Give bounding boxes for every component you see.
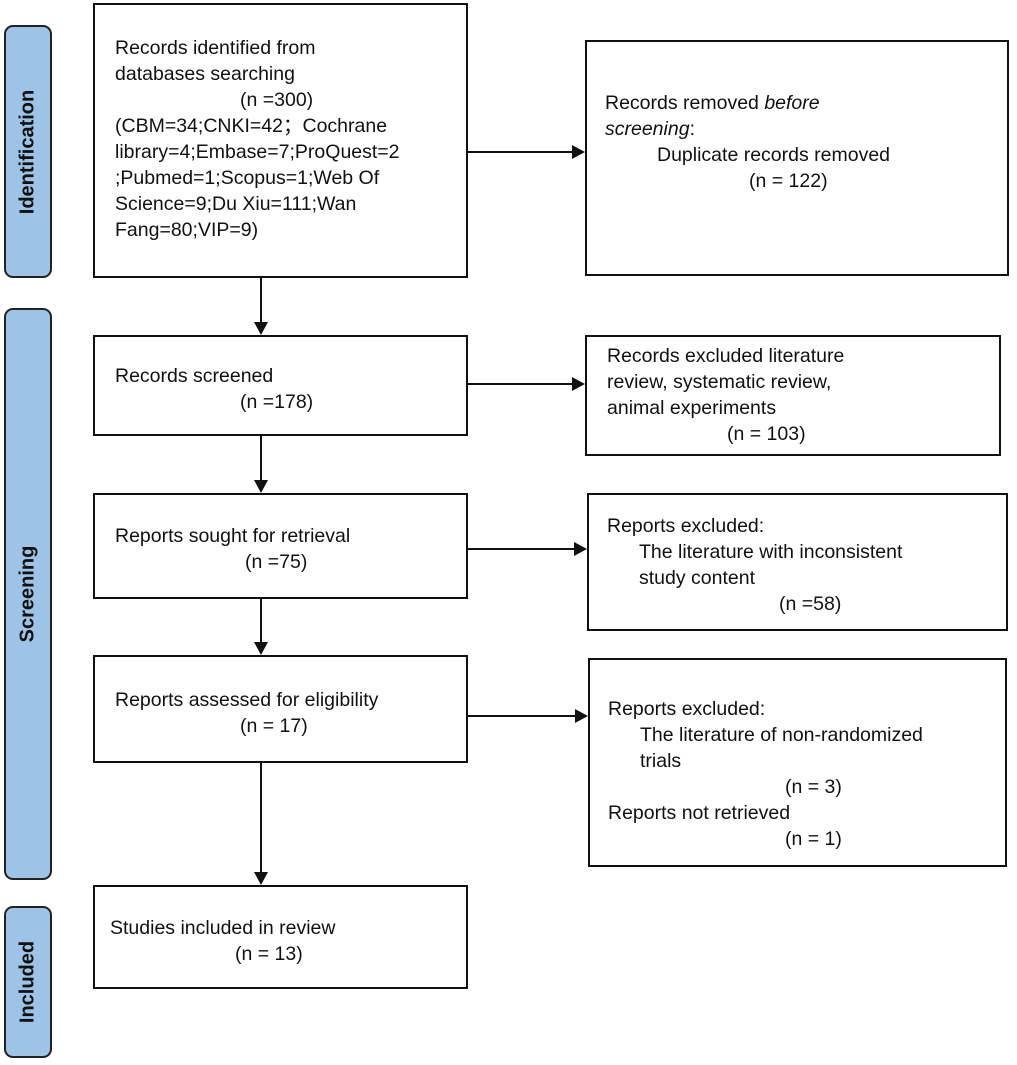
box-text: Reports sought for retrieval <box>115 525 351 547</box>
reports-excluded-box-1: Reports excluded: The literature with in… <box>587 493 1008 631</box>
arrow-head <box>254 480 268 493</box>
records-removed-box: Records removed before screening: Duplic… <box>585 40 1009 276</box>
box-count: (n =58) <box>779 593 842 615</box>
box-text: Science=9;Du Xiu=111;Wan <box>115 193 357 215</box>
phase-screening: Screening <box>4 308 52 880</box>
box-text: Records identified from <box>115 37 316 59</box>
box-text: screening: <box>605 116 695 142</box>
studies-included-box: Studies included in review (n = 13) <box>93 885 468 989</box>
box-count: (n = 1) <box>785 828 842 850</box>
box-count: (n = 122) <box>749 170 828 192</box>
box-count: (n = 17) <box>240 715 308 737</box>
phase-label: Included <box>16 940 39 1024</box>
box-text: Reports assessed for eligibility <box>115 689 379 711</box>
box-text: The literature with inconsistent <box>639 541 903 563</box>
arrow-line <box>260 278 262 322</box>
box-text: Records screened <box>115 365 274 387</box>
box-text: animal experiments <box>607 397 777 419</box>
arrow-line <box>468 383 573 385</box>
arrow-line <box>260 436 262 480</box>
box-text: Records excluded literature <box>607 345 845 367</box>
box-count: (n =178) <box>240 391 314 413</box>
box-text-italic: before <box>764 92 820 114</box>
box-text: The literature of non-randomized <box>640 724 923 746</box>
arrow-line <box>260 763 262 872</box>
arrow-head <box>574 542 587 556</box>
phase-identification: Identification <box>4 25 52 278</box>
box-text: Records removed before <box>605 90 820 116</box>
box-text: ;Pubmed=1;Scopus=1;Web Of <box>115 167 380 189</box>
reports-excluded-box-2: Reports excluded: The literature of non-… <box>588 658 1007 867</box>
arrow-head <box>572 145 585 159</box>
box-text-plain: : <box>689 118 695 140</box>
records-screened-box: Records screened (n =178) <box>93 335 468 436</box>
box-text: Duplicate records removed <box>657 144 891 166</box>
phase-included: Included <box>4 906 52 1058</box>
box-text: study content <box>639 567 755 589</box>
arrow-head <box>575 709 588 723</box>
box-text: Studies included in review <box>110 917 336 939</box>
box-count: (n = 103) <box>727 423 806 445</box>
box-text: trials <box>640 750 682 772</box>
arrow-head <box>572 377 585 391</box>
box-text-plain: Records removed <box>605 92 765 114</box>
box-text: databases searching <box>115 63 295 85</box>
box-text: (CBM=34;CNKI=42；Cochrane <box>115 115 388 137</box>
arrow-line <box>260 599 262 642</box>
records-identified-box: Records identified from databases search… <box>93 3 468 278</box>
phase-label: Identification <box>16 89 39 214</box>
arrow-head <box>254 642 268 655</box>
arrow-head <box>254 872 268 885</box>
arrow-line <box>468 548 575 550</box>
reports-sought-box: Reports sought for retrieval (n =75) <box>93 493 468 599</box>
box-text: Reports not retrieved <box>608 802 791 824</box>
box-text: Reports excluded: <box>607 515 765 537</box>
box-text-italic: screening <box>605 118 690 140</box>
phase-label: Screening <box>16 545 39 643</box>
box-count: (n =300) <box>240 89 314 111</box>
box-count: (n = 3) <box>785 776 842 798</box>
box-text: Fang=80;VIP=9) <box>115 219 259 241</box>
records-excluded-box: Records excluded literature review, syst… <box>585 335 1001 456</box>
box-count: (n =75) <box>245 551 308 573</box>
box-text: library=4;Embase=7;ProQuest=2 <box>115 141 400 163</box>
box-text: Reports excluded: <box>608 698 766 720</box>
arrow-line <box>468 151 573 153</box>
box-count: (n = 13) <box>235 943 303 965</box>
arrow-line <box>468 715 576 717</box>
arrow-head <box>254 322 268 335</box>
reports-assessed-box: Reports assessed for eligibility (n = 17… <box>93 655 468 763</box>
box-text: review, systematic review, <box>607 371 832 393</box>
